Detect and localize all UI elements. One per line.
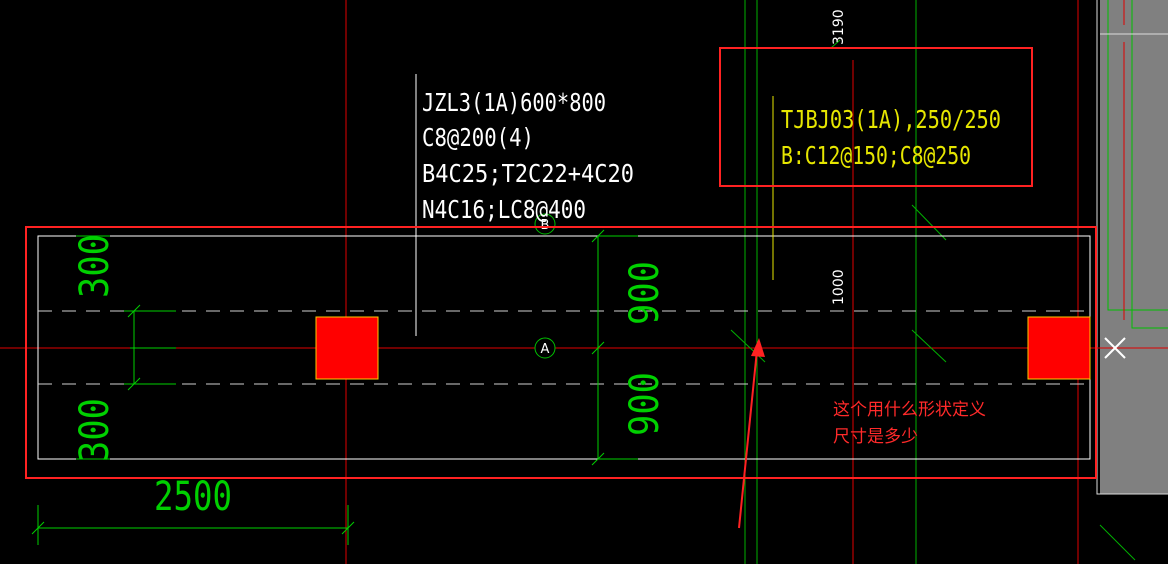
bottom-dimension-lines: [31, 505, 355, 545]
question-line-1: 这个用什么形状定义: [833, 400, 986, 420]
axis-label-a: A: [541, 342, 550, 357]
side-panel-green-outline: [1107, 0, 1168, 311]
question-line-2: 尺寸是多少: [833, 427, 918, 447]
dimension-left-lower-300: 300: [72, 398, 118, 462]
annotation-arrow-head: [751, 338, 765, 357]
side-panel-green-outline-2: [1131, 0, 1168, 329]
dimension-3190: 3190: [831, 9, 847, 45]
dimension-1000: 1000: [831, 269, 847, 305]
slab-label-line-1: TJBJ03(1A),250/250: [781, 105, 1001, 134]
green-diag-1: [911, 204, 947, 241]
column-left[interactable]: [315, 316, 379, 380]
question-annotation: 这个用什么形状定义 尺寸是多少: [833, 397, 986, 451]
highlight-box-beam: [25, 226, 1097, 479]
axis-circle-a[interactable]: [534, 337, 556, 359]
axis-label-b: B: [541, 218, 550, 233]
close-x-icon[interactable]: [1104, 337, 1126, 359]
dimension-left-upper-300: 300: [72, 234, 118, 298]
green-diag-4: [1099, 524, 1136, 561]
highlight-box-slab-label: [719, 47, 1033, 187]
annotation-arrow-shaft: [738, 349, 758, 529]
side-panel-outline: [1096, 0, 1168, 495]
axis-circle-b[interactable]: [534, 213, 556, 235]
green-diag-3: [911, 329, 947, 363]
green-tick-top-3190: [830, 39, 841, 49]
green-diag-2: [730, 329, 766, 363]
dimension-mid-upper-900: 900: [622, 261, 668, 325]
beam-label-line-1: JZL3(1A)600*800: [422, 88, 606, 117]
left-dimension-lines: [76, 235, 176, 460]
beam-label-line-3: B4C25;T2C22+4C20: [422, 159, 634, 188]
side-panel: [1100, 0, 1168, 494]
slab-label-line-2: B:C12@150;C8@250: [781, 141, 971, 170]
dimension-bottom-2500: 2500: [154, 474, 232, 520]
column-right[interactable]: [1027, 316, 1091, 380]
middle-dimension-lines: [591, 229, 638, 466]
beam-label-line-4: N4C16;LC8@400: [422, 195, 586, 224]
beam-label-line-2: C8@200(4): [422, 123, 534, 152]
dimension-mid-lower-900: 900: [622, 372, 668, 436]
